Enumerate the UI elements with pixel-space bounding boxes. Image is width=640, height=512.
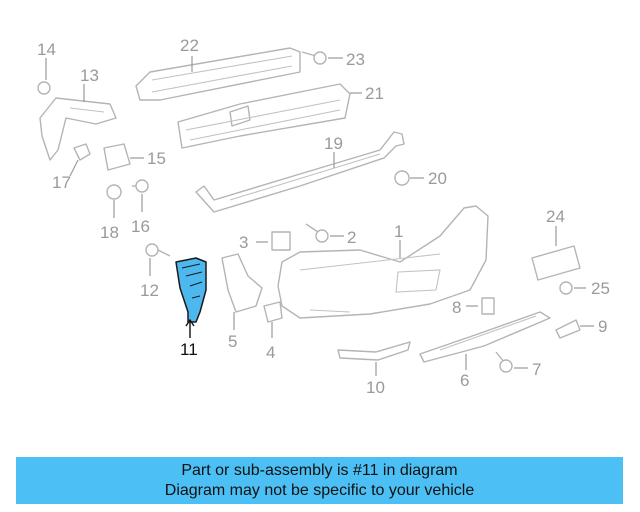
- part-8-clip[interactable]: [481, 297, 495, 315]
- part-14-clip[interactable]: [37, 81, 51, 95]
- callout-2[interactable]: 2: [347, 228, 356, 247]
- part-19-mounting-bracket[interactable]: [195, 131, 405, 213]
- callout-20[interactable]: 20: [428, 169, 447, 188]
- callout-23[interactable]: 23: [346, 50, 365, 69]
- callout-14[interactable]: 14: [37, 40, 56, 59]
- part-24-license-plate-mount[interactable]: [531, 245, 581, 281]
- part-5-mud-flap[interactable]: [221, 253, 263, 313]
- part-11-bumper-bracket[interactable]: [175, 257, 207, 323]
- callout-10[interactable]: 10: [366, 378, 385, 397]
- part-16-bolt[interactable]: [132, 179, 149, 193]
- part-20-nut[interactable]: [394, 170, 410, 186]
- callout-1[interactable]: 1: [394, 222, 403, 241]
- part-23-bolt[interactable]: [301, 51, 327, 65]
- part-15-guide[interactable]: [103, 143, 131, 171]
- callout-4[interactable]: 4: [266, 343, 275, 362]
- part-1-bumper-cover[interactable]: [277, 205, 489, 319]
- callout-12[interactable]: 12: [140, 281, 159, 300]
- part-2-screw[interactable]: [305, 223, 329, 243]
- part-12-screw[interactable]: [145, 243, 171, 257]
- callout-13[interactable]: 13: [80, 66, 99, 85]
- callout-9[interactable]: 9: [598, 317, 607, 336]
- banner-line-1: Part or sub-assembly is #11 in diagram: [181, 461, 458, 479]
- callout-8[interactable]: 8: [452, 298, 461, 317]
- info-banner: Part or sub-assembly is #11 in diagram D…: [16, 457, 623, 504]
- part-9-reflector[interactable]: [555, 319, 581, 339]
- part-22-impact-bar[interactable]: [135, 47, 301, 101]
- callout-6[interactable]: 6: [460, 371, 469, 390]
- callout-22[interactable]: 22: [180, 36, 199, 55]
- callout-18[interactable]: 18: [100, 223, 119, 242]
- callout-15[interactable]: 15: [147, 149, 166, 168]
- banner-line-2: Diagram may not be specific to your vehi…: [164, 481, 475, 499]
- part-13-side-bracket[interactable]: [39, 97, 117, 161]
- part-17-nut[interactable]: [73, 143, 91, 161]
- part-3-clip[interactable]: [271, 231, 291, 251]
- callout-17[interactable]: 17: [52, 173, 71, 192]
- part-7-screw[interactable]: [495, 351, 513, 373]
- part-18-nut[interactable]: [106, 184, 122, 200]
- part-21-energy-absorber[interactable]: [177, 83, 351, 149]
- part-25-nut[interactable]: [559, 281, 573, 295]
- callout-21[interactable]: 21: [365, 84, 384, 103]
- part-6-lower-trim[interactable]: [419, 311, 551, 363]
- callout-7[interactable]: 7: [532, 360, 541, 379]
- callout-3[interactable]: 3: [239, 233, 248, 252]
- callout-16[interactable]: 16: [131, 217, 150, 236]
- callout-5[interactable]: 5: [228, 332, 237, 351]
- callout-24[interactable]: 24: [546, 207, 565, 226]
- callout-25[interactable]: 25: [591, 279, 610, 298]
- part-10-corner-trim[interactable]: [337, 341, 411, 361]
- parts-diagram: 22 21 23 14 13 17 15 18: [37, 36, 610, 397]
- part-4-clip[interactable]: [263, 301, 283, 323]
- callout-11[interactable]: 11: [180, 340, 198, 359]
- callout-19[interactable]: 19: [324, 134, 343, 153]
